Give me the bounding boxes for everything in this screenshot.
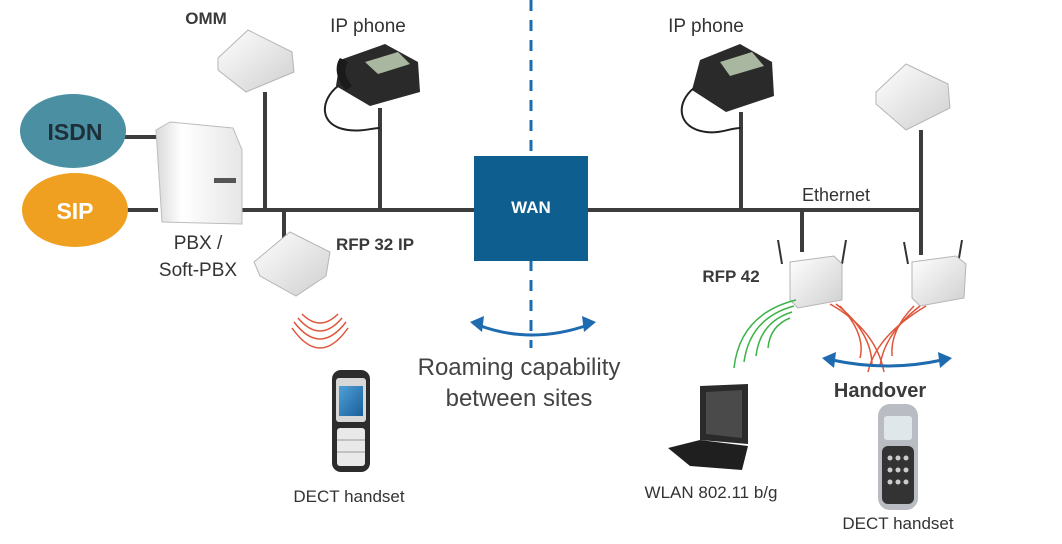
ip-phone-right-icon — [680, 44, 774, 134]
laptop-icon — [668, 384, 748, 470]
rfp32-signal-waves — [291, 313, 349, 349]
isdn-label: ISDN — [48, 119, 103, 145]
roaming-arrow — [470, 316, 596, 337]
handover-label: Handover — [834, 380, 926, 402]
access-point-top-right — [875, 63, 951, 131]
ip-phone-left-icon — [323, 44, 420, 132]
handover-arrow — [822, 352, 952, 368]
dect-handset-right-icon — [878, 404, 918, 510]
pbx-label-line1: PBX / — [174, 233, 223, 254]
rfp32-label: RFP 32 IP — [336, 235, 414, 254]
wlan-label: WLAN 802.11 b/g — [645, 483, 778, 502]
sip-cloud: SIP — [22, 173, 128, 247]
pbx-label-line2: Soft-PBX — [159, 260, 237, 281]
sip-label: SIP — [56, 198, 93, 224]
dect-left-label: DECT handset — [293, 487, 404, 506]
rfp32-device — [253, 231, 331, 297]
ip-phone-right-label: IP phone — [668, 16, 744, 37]
pbx-device — [155, 121, 243, 225]
wan-node: WAN — [474, 156, 588, 261]
rfp42-device-right — [903, 239, 967, 307]
ethernet-label: Ethernet — [802, 185, 870, 205]
omm-label: OMM — [185, 9, 227, 28]
dect-handset-left-icon — [332, 370, 370, 472]
wan-label: WAN — [511, 198, 551, 217]
roaming-label-line2: between sites — [446, 385, 593, 412]
rfp42-device-left — [777, 239, 847, 309]
omm-device — [217, 29, 295, 93]
isdn-cloud: ISDN — [20, 94, 126, 168]
rfp42-label: RFP 42 — [702, 267, 759, 286]
wlan-signal-waves — [733, 299, 797, 369]
dect-right-label: DECT handset — [842, 514, 953, 533]
wires — [122, 92, 923, 255]
roaming-label-line1: Roaming capability — [418, 354, 621, 381]
ip-phone-left-label: IP phone — [330, 16, 406, 37]
